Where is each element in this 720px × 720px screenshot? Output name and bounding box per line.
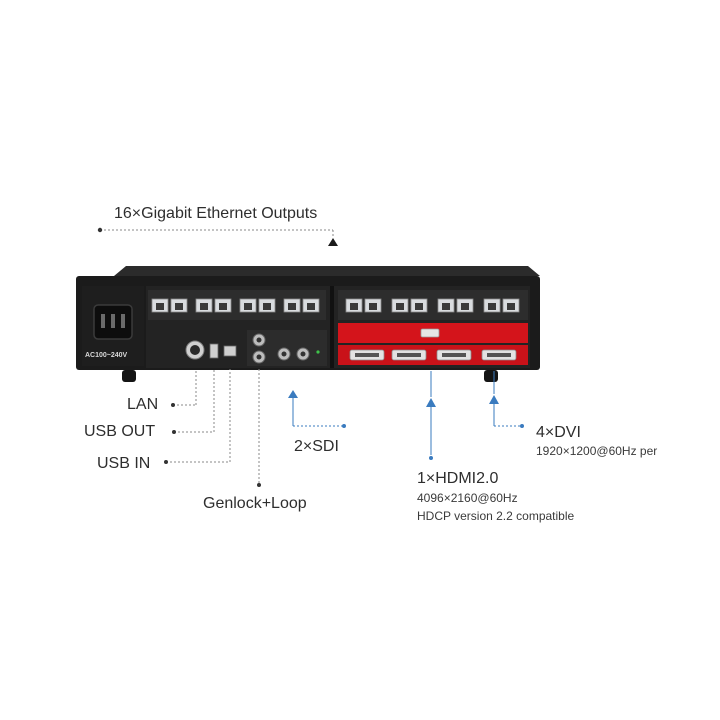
ethernet-callout-title: 16×Gigabit Ethernet Outputs bbox=[114, 205, 318, 222]
dvi-callout-arrow bbox=[489, 395, 499, 404]
hdmi-callout-title: 1×HDMI2.0 bbox=[417, 470, 499, 487]
dvi-card bbox=[338, 345, 528, 365]
ethernet-callout-dot bbox=[97, 227, 103, 233]
sdi-callout-arrow bbox=[288, 390, 298, 398]
power-label: AC100~240V bbox=[85, 352, 128, 359]
hdmi-callout-hdcp: HDCP version 2.2 compatible bbox=[417, 509, 575, 523]
genlock-callout-title: Genlock+Loop bbox=[203, 495, 307, 512]
hdmi-callout-resolution: 4096×2160@60Hz bbox=[417, 491, 518, 505]
hdmi-port bbox=[420, 328, 440, 338]
sdi-callout-title: 2×SDI bbox=[294, 438, 339, 455]
usb-out-callout-title: USB OUT bbox=[84, 423, 156, 440]
usb-in-port bbox=[223, 345, 237, 357]
ethernet-callout-arrow bbox=[328, 238, 338, 246]
dvi-callout-resolution: 1920×1200@60Hz per bbox=[536, 444, 658, 458]
foot-right bbox=[484, 370, 498, 382]
usb-out-port bbox=[209, 343, 219, 359]
foot-left bbox=[122, 370, 136, 382]
dvi-callout-title: 4×DVI bbox=[536, 424, 581, 441]
lan-callout-title: LAN bbox=[127, 396, 159, 413]
chassis-top bbox=[114, 266, 540, 276]
hdmi-callout-arrow bbox=[426, 398, 436, 407]
usb-in-callout-title: USB IN bbox=[97, 455, 151, 472]
